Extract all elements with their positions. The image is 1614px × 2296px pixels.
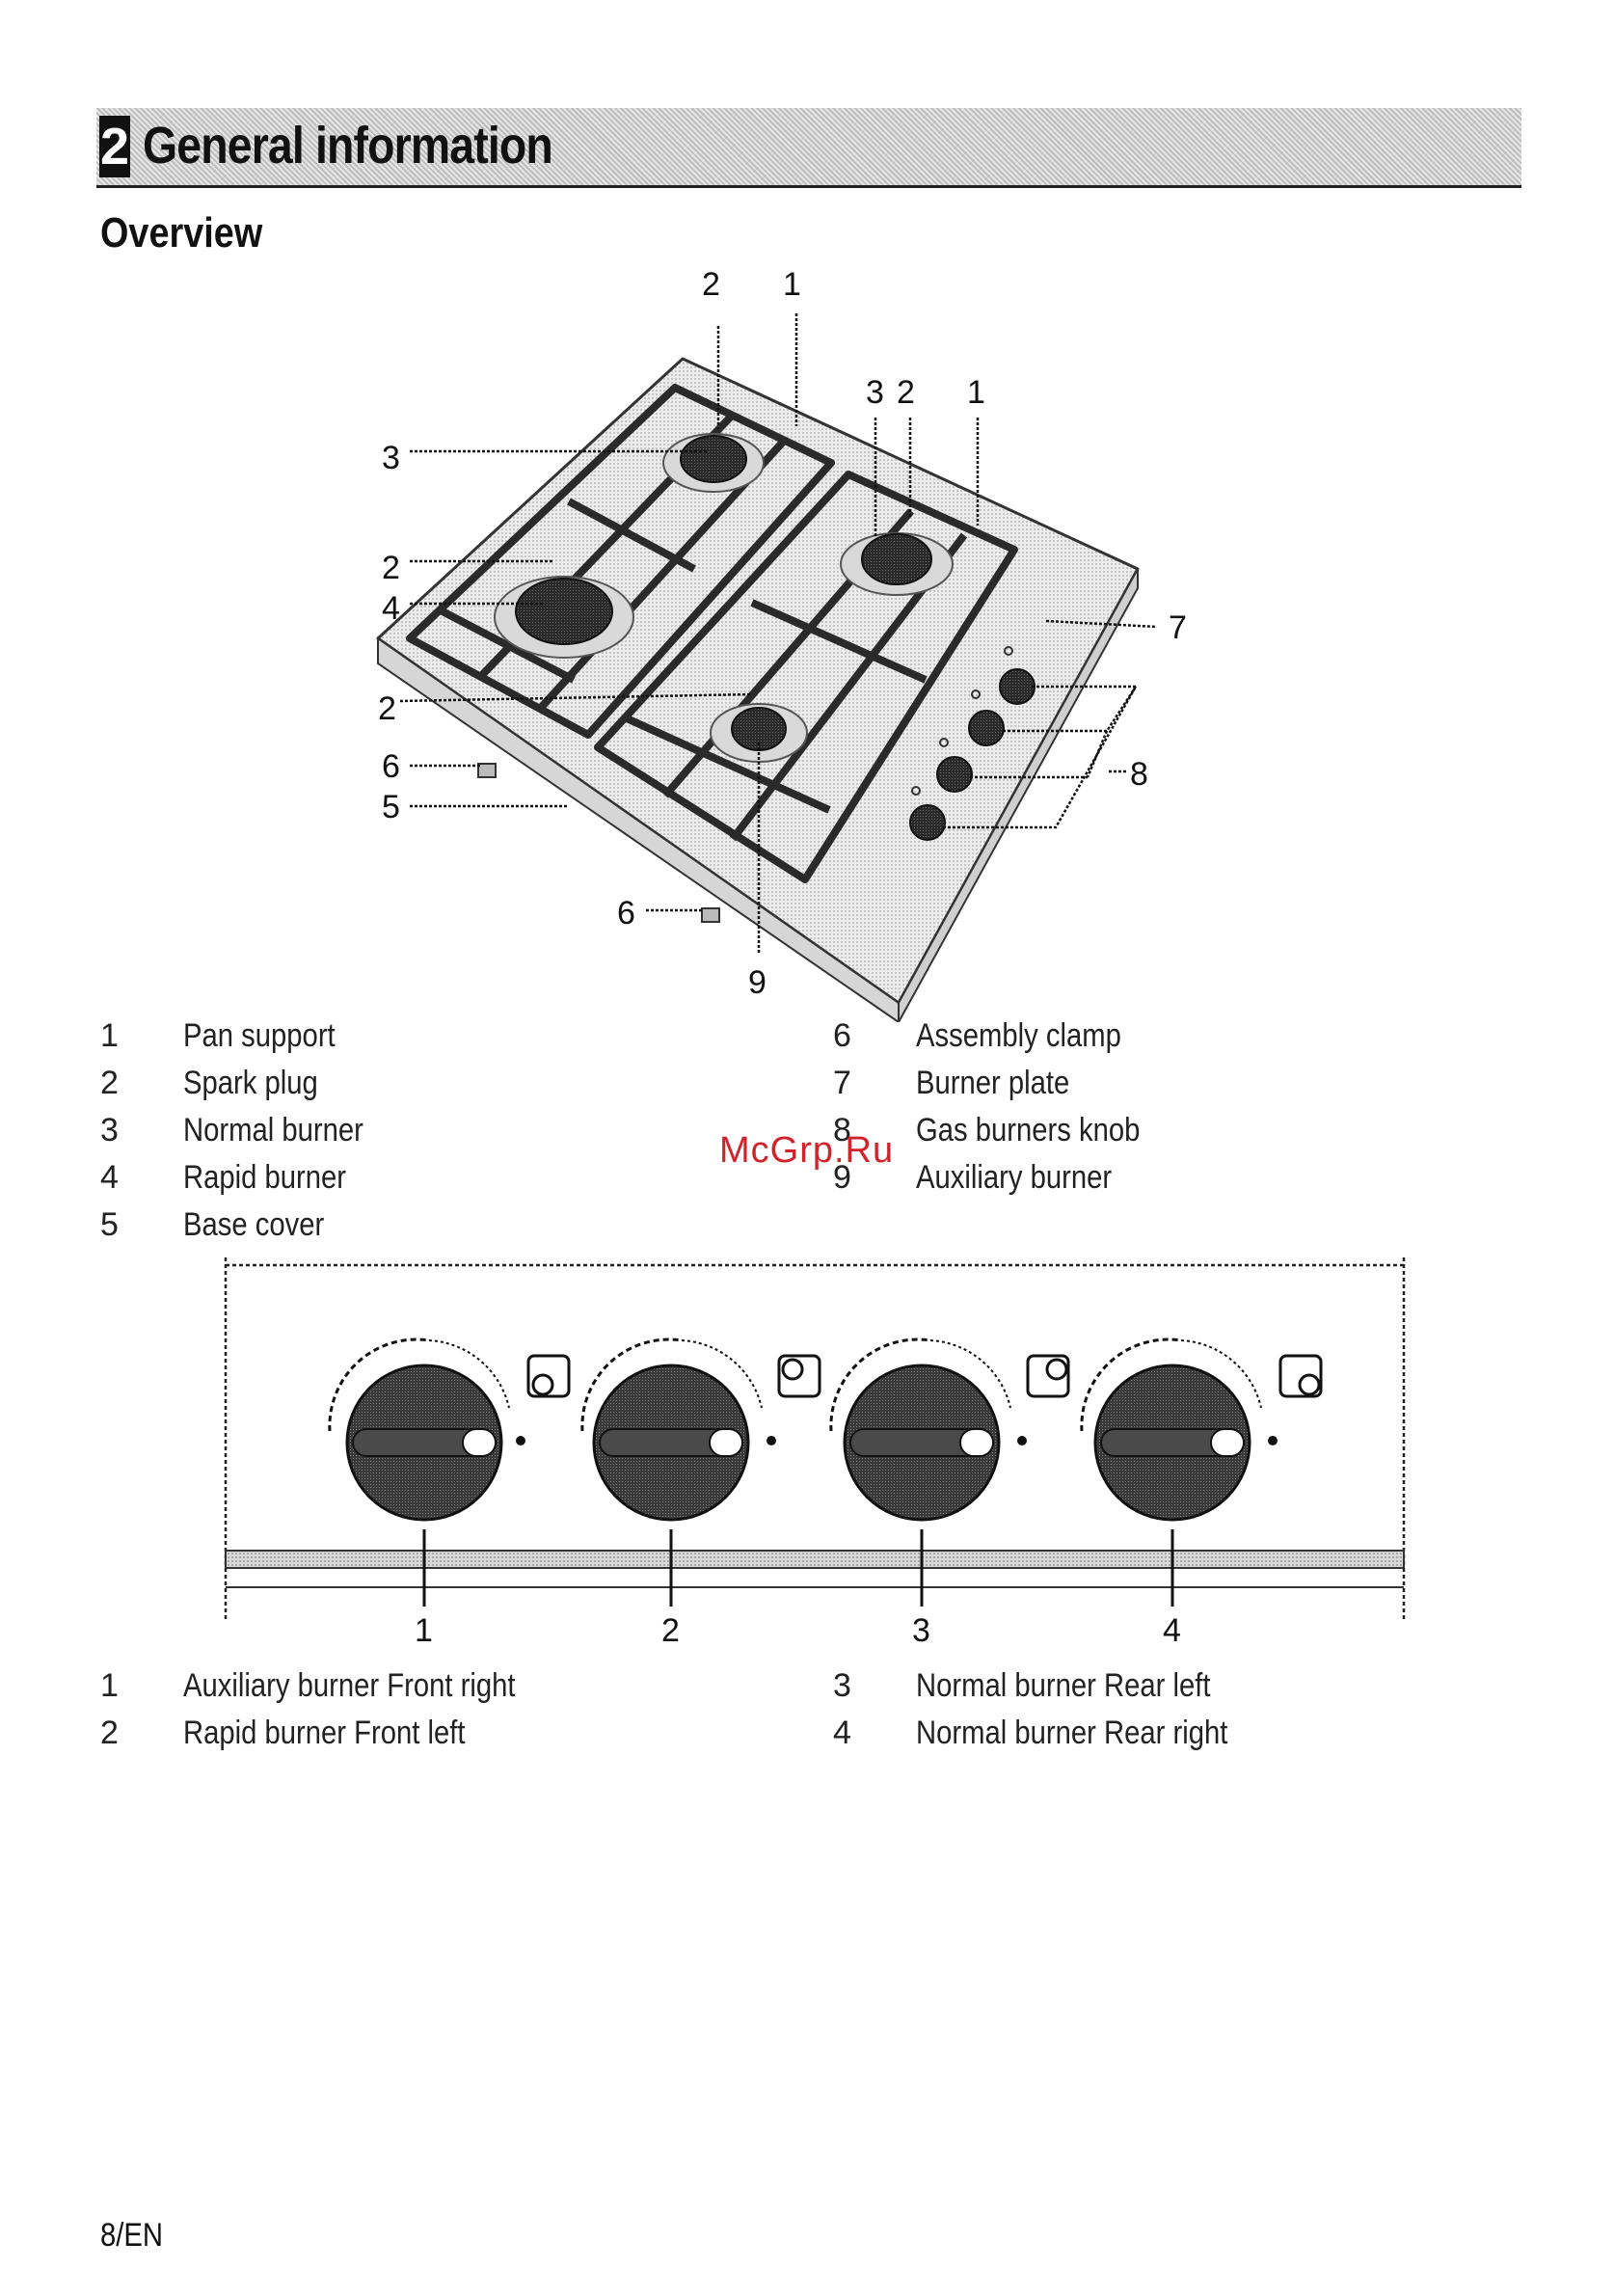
- burner-rear-right: [840, 532, 954, 596]
- knob-callout-3: 3: [912, 1612, 930, 1649]
- knob-callout-4: 4: [1163, 1612, 1181, 1649]
- control-leader-lines: [422, 1529, 1174, 1607]
- control-knob-3: [829, 1337, 1070, 1522]
- knob-callout-1: 1: [415, 1612, 433, 1649]
- callout-left-5: 5: [382, 789, 400, 825]
- callout-bottom-9: 9: [748, 964, 767, 1001]
- hob-overview-diagram: 2 1 3 2 1 3 2 4 2 6 5 7 8 6 9: [376, 266, 1187, 1022]
- control-panel-strip: [225, 1550, 1405, 1569]
- chapter-header-bar: [96, 108, 1521, 188]
- watermark: McGrp.Ru: [719, 1130, 895, 1171]
- leader-lines: [399, 313, 1158, 955]
- callout-top-right-3: 3: [866, 374, 884, 411]
- assembly-clamp-bottom: [701, 907, 720, 923]
- page-number: 8/EN: [100, 2217, 164, 2254]
- callout-left-2a: 2: [382, 550, 400, 586]
- callout-bottom-6: 6: [617, 895, 635, 932]
- pan-support-right: [594, 471, 1018, 883]
- control-knob-2: [580, 1337, 821, 1522]
- callout-left-2b: 2: [378, 690, 396, 727]
- callout-right-8: 8: [1130, 756, 1148, 793]
- burner-front-right: [710, 703, 808, 763]
- callout-top-1: 1: [783, 266, 801, 303]
- assembly-clamp-left: [477, 763, 497, 778]
- callout-top-2: 2: [702, 266, 720, 303]
- knob-row: [909, 646, 1036, 841]
- callout-right-7: 7: [1169, 609, 1187, 646]
- callout-top-right-2: 2: [897, 374, 915, 411]
- chapter-number: 2: [99, 116, 130, 177]
- burner-rear-left: [662, 433, 765, 493]
- control-knob-4: [1080, 1337, 1323, 1522]
- control-knob-1: [328, 1337, 571, 1522]
- callout-top-right-1: 1: [967, 374, 985, 411]
- callout-left-3: 3: [382, 440, 400, 476]
- control-panel-diagram: 1 2 3 4: [224, 1257, 1406, 1649]
- knob-callout-2: 2: [661, 1612, 680, 1649]
- callout-left-6: 6: [382, 748, 400, 785]
- callout-left-4: 4: [382, 590, 400, 627]
- section-title: Overview: [100, 209, 263, 257]
- chapter-title: General information: [143, 117, 553, 175]
- burner-front-left: [494, 576, 634, 659]
